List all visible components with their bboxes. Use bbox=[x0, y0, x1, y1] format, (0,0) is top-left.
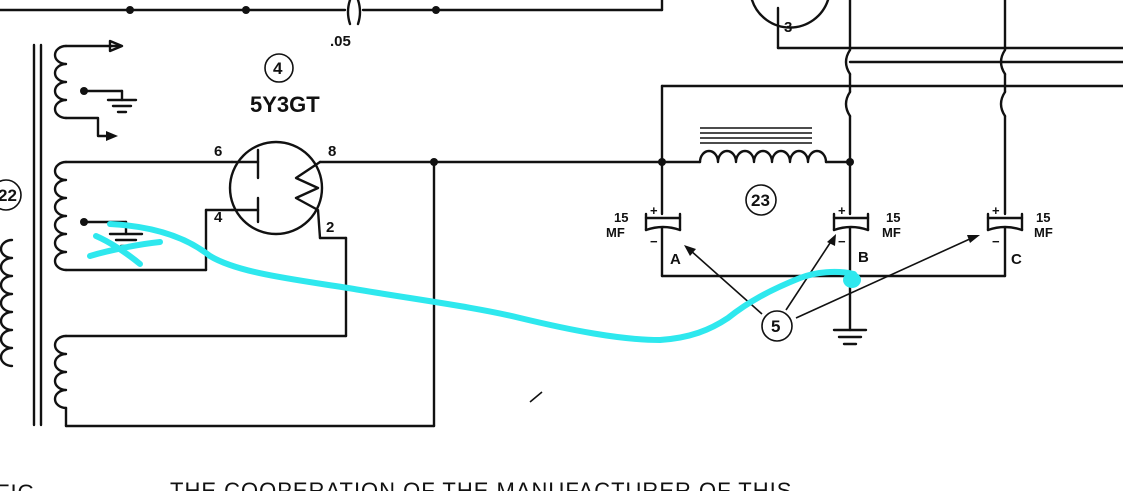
capacitor-group-ref-bubble: 5 bbox=[761, 310, 793, 342]
power-transformer bbox=[0, 39, 436, 428]
svg-text:23: 23 bbox=[751, 191, 770, 210]
capacitor-c-unit: MF bbox=[1034, 225, 1053, 240]
svg-text:−: − bbox=[650, 234, 658, 249]
hand-drawn-marker-annotation bbox=[87, 221, 861, 343]
svg-text:22: 22 bbox=[0, 186, 17, 205]
svg-text:+: + bbox=[838, 203, 846, 218]
svg-text:5: 5 bbox=[771, 317, 780, 336]
choke-ref-bubble: 23 bbox=[745, 184, 777, 216]
capacitor-c bbox=[986, 212, 1024, 278]
capacitor-a-value: 15 bbox=[614, 210, 628, 225]
tube-type-label: 5Y3GT bbox=[250, 92, 320, 117]
capacitor-b-value: 15 bbox=[886, 210, 900, 225]
capacitor-a bbox=[644, 212, 682, 278]
tube-4-ref-bubble: 4 bbox=[264, 53, 294, 83]
tube-pin-6: 6 bbox=[214, 143, 222, 160]
tube-3-pin-label: 3 bbox=[784, 19, 792, 36]
capacitor-c-value: 15 bbox=[1036, 210, 1050, 225]
crossover-lines bbox=[660, 0, 1123, 216]
figure-label: FIG bbox=[0, 480, 36, 491]
tube-pin-2: 2 bbox=[326, 219, 334, 236]
transformer-ref-bubble: 22 bbox=[0, 179, 22, 211]
capacitor-a-letter: A bbox=[670, 251, 681, 268]
svg-text:−: − bbox=[838, 234, 846, 249]
tube-pin-4: 4 bbox=[214, 209, 223, 226]
svg-text:+: + bbox=[650, 203, 658, 218]
tube-3-fragment bbox=[750, 0, 1123, 50]
ground-return bbox=[430, 158, 438, 428]
filter-network bbox=[658, 84, 854, 216]
coupling-capacitor-plate bbox=[346, 0, 352, 26]
coupling-capacitor-plate bbox=[356, 0, 362, 26]
svg-text:−: − bbox=[992, 234, 1000, 249]
stray-mark bbox=[529, 391, 543, 403]
svg-text:+: + bbox=[992, 203, 1000, 218]
footer-caption: THE COOPERATION OF THE MANUFACTURER OF T… bbox=[170, 478, 792, 491]
top-bus bbox=[0, 0, 664, 26]
capacitor-c-letter: C bbox=[1011, 251, 1022, 268]
capacitor-a-unit: MF bbox=[606, 225, 625, 240]
rectifier-tube-5y3gt bbox=[228, 140, 662, 240]
negative-bus bbox=[660, 274, 1007, 346]
coupling-capacitor-value: .05 bbox=[330, 33, 351, 50]
capacitor-b-unit: MF bbox=[882, 225, 901, 240]
svg-text:4: 4 bbox=[273, 59, 283, 78]
capacitor-b-letter: B bbox=[858, 249, 869, 266]
tube-pin-8: 8 bbox=[328, 143, 336, 160]
